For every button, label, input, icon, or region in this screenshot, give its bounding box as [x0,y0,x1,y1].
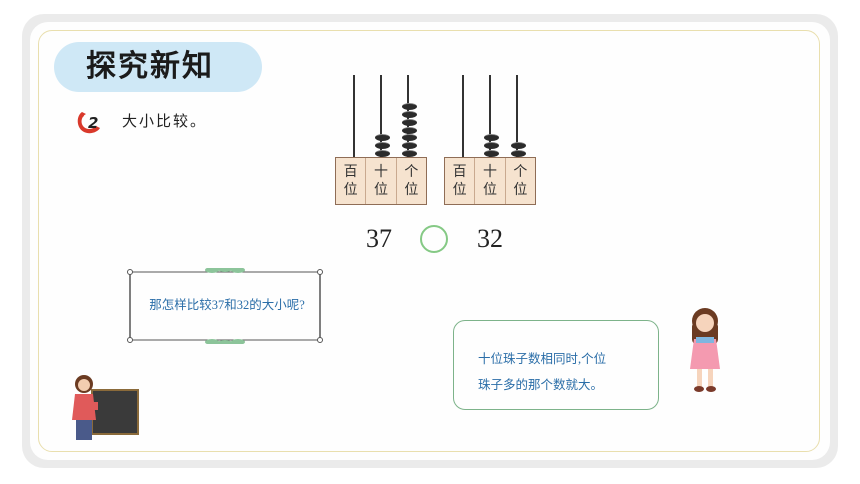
abacus-left-labels: 百位 十位 个位 [335,157,427,205]
comparison-answer-circle[interactable] [420,225,448,253]
rod-hundreds [462,75,464,158]
abacus-bead [401,103,417,111]
slide-border [38,30,820,452]
abacus-bead [483,134,499,142]
place-label-tens: 十位 [366,158,397,204]
abacus-bead [483,142,499,150]
question-text: 大小比较。 [122,112,208,130]
girl-illustration [690,308,720,392]
rod-hundreds [353,75,355,158]
place-label-ones: 个位 [404,164,419,198]
place-label-tens: 十位 [475,158,506,204]
abacus-bead [401,111,417,118]
place-label-hundreds: 百位 [336,158,367,204]
abacus-right-labels: 百位 十位 个位 [444,157,536,205]
place-label-hundreds: 百位 [445,158,476,204]
question-number-badge: 2 [77,112,100,134]
abacus-bead [374,142,390,150]
teacher-illustration [72,375,139,440]
abacus-bead [510,150,526,157]
rod-tens [489,75,491,158]
number-left: 37 [366,224,392,253]
abacus-bead [374,134,390,142]
abacus-bead [374,150,390,157]
abacus-bead [401,150,417,157]
number-right: 32 [477,224,503,253]
prompt-text: 那怎样比较37和32的大小呢? [149,298,305,312]
hint-line-2: 珠子多的那个数就大。 [478,378,604,392]
question-scroll-frame [127,268,323,344]
abacus-bead [510,142,526,150]
abacus-bead [401,134,417,142]
abacus-bead [401,118,417,126]
abacus-bead [483,150,499,157]
page-title: 探究新知 [86,49,214,84]
question-number: 2 [88,114,98,132]
hint-line-1: 十位珠子数相同时,个位 [478,352,607,366]
rod-ones [516,75,518,158]
rod-tens [380,75,382,158]
place-label-ones: 个位 [513,164,528,198]
title-pill [54,42,262,92]
abacus-bead [401,126,417,134]
abacus-bead [401,142,417,150]
hint-box [453,320,659,410]
